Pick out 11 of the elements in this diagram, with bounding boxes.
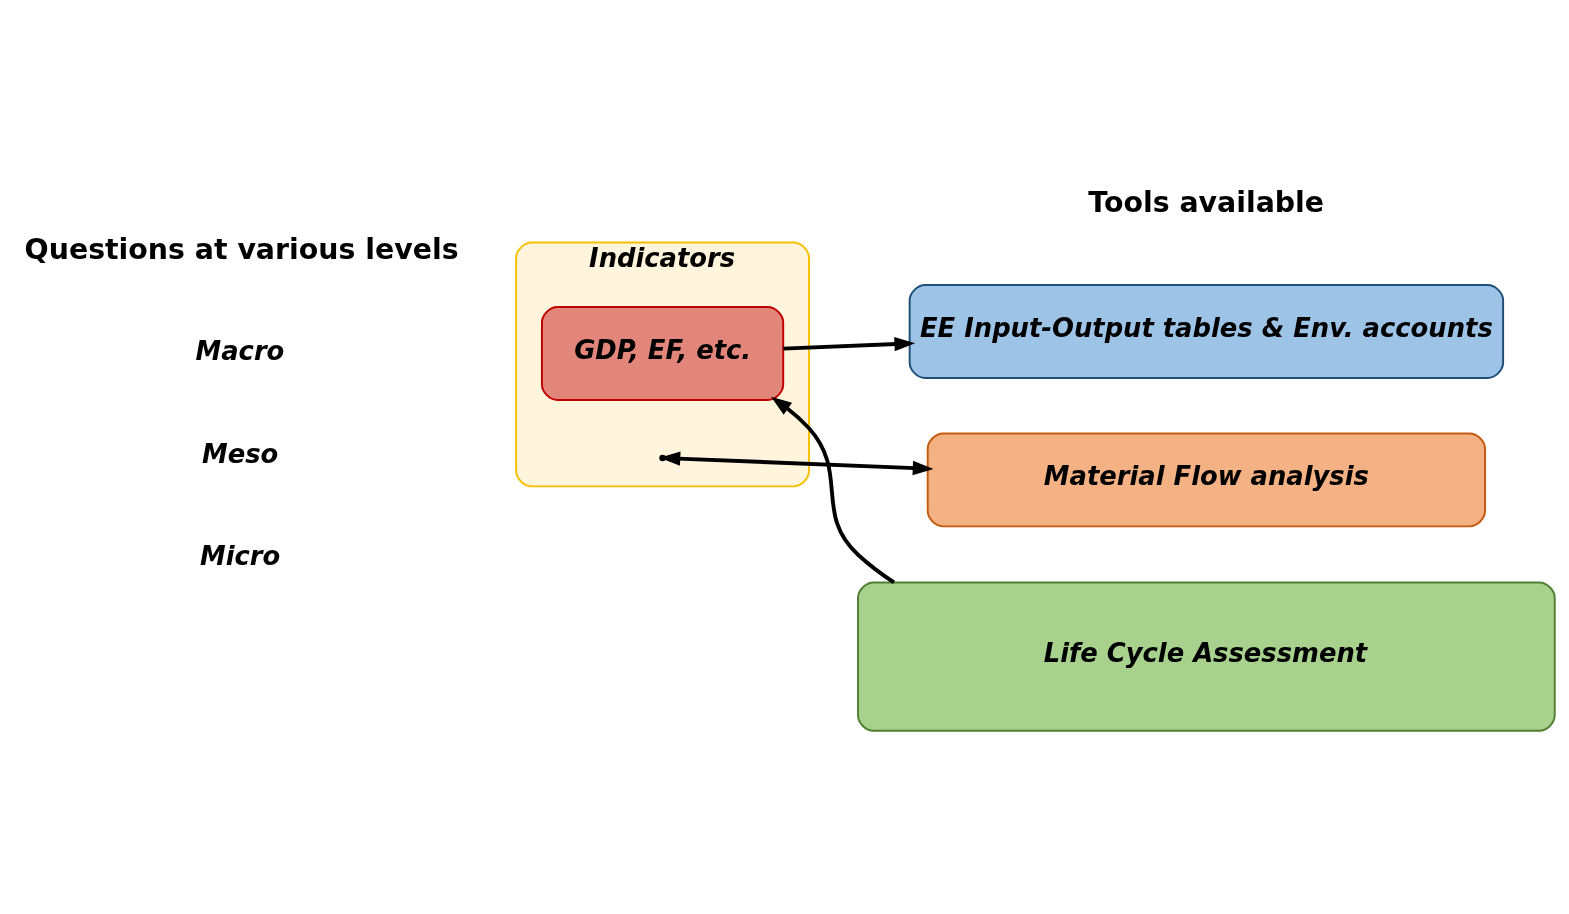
label: Micro <box>200 541 281 572</box>
node-box: GDP, EF, etc. <box>541 306 785 401</box>
arrow <box>771 396 896 584</box>
node-box: Life Cycle Assessment <box>857 581 1556 732</box>
label: Tools available <box>1088 186 1325 220</box>
arrow <box>783 336 916 352</box>
node-box: Material Flow analysis <box>926 432 1487 528</box>
node-box: EE Input-Output tables & Env. accounts <box>908 284 1505 379</box>
label: Questions at various levels <box>24 232 459 266</box>
label: Meso <box>201 439 279 470</box>
label: Macro <box>195 335 285 366</box>
